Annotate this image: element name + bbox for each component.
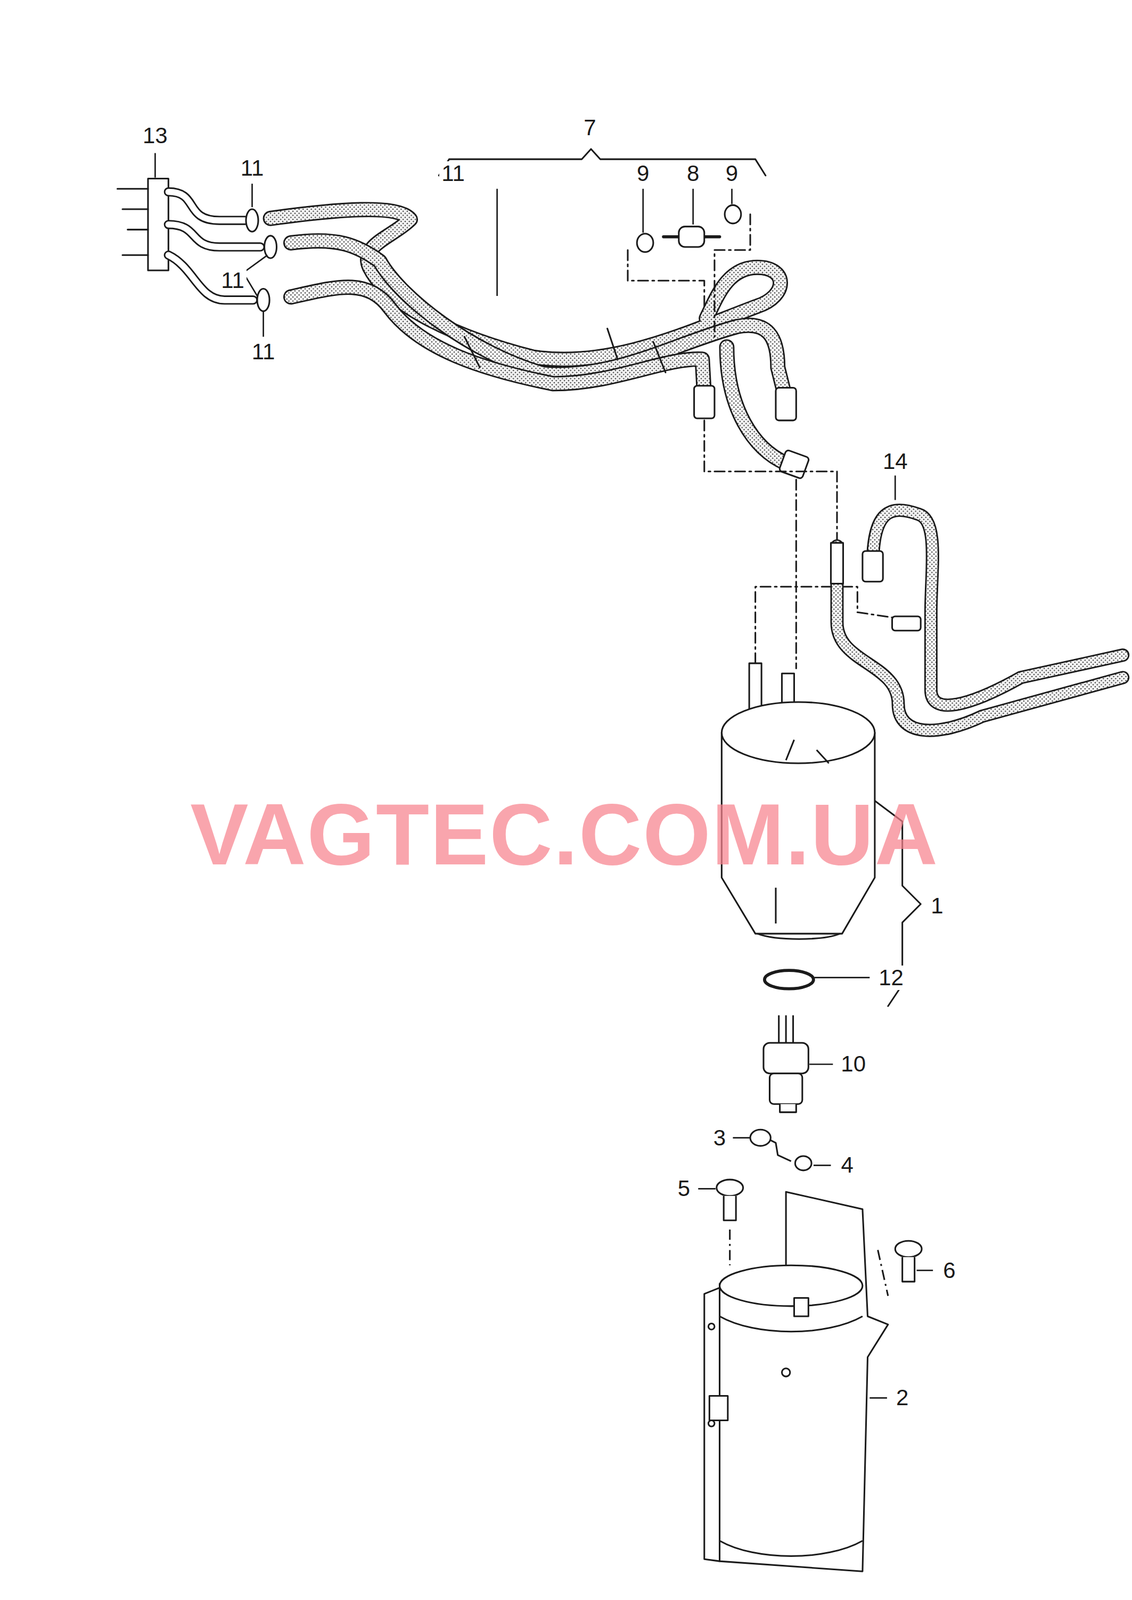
drawing-stroke <box>698 1188 716 1191</box>
drawing-stroke <box>719 1265 863 1307</box>
drawing-stroke <box>837 546 1123 732</box>
callout-number: 4 <box>838 1153 856 1178</box>
drawing-stroke <box>872 510 1123 706</box>
callout-number: 11 <box>238 156 267 181</box>
drawing-stroke <box>244 255 268 297</box>
drawing-stroke <box>809 1063 833 1066</box>
callout-number: 7 <box>581 115 598 141</box>
drawing-stroke <box>704 1288 720 1562</box>
drawing-stroke <box>290 240 786 400</box>
drawing-stroke <box>775 388 797 421</box>
drawing-stroke <box>902 1257 915 1283</box>
drawing-stroke <box>290 287 704 397</box>
drawing-stroke <box>719 1316 863 1333</box>
drawing-stroke <box>891 616 921 631</box>
callout-number: 9 <box>634 161 652 186</box>
watermark: VAGTEC.COM.UA <box>190 791 939 879</box>
drawing-stroke <box>778 1015 794 1047</box>
drawing-stroke <box>732 1137 751 1139</box>
callout-number: 10 <box>838 1052 868 1077</box>
drawing-stroke <box>168 191 245 221</box>
drawing-stroke <box>837 546 1123 732</box>
drawing-stroke <box>721 702 875 764</box>
drawing-stroke <box>709 1396 728 1422</box>
callout-number: 1 <box>928 893 946 919</box>
drawing-stroke <box>708 1323 715 1331</box>
drawing-stroke <box>750 1129 771 1147</box>
drawing-stroke <box>290 240 786 400</box>
drawing-stroke <box>245 209 259 232</box>
drawing-stroke <box>769 1073 802 1105</box>
callout-number: 11 <box>439 161 467 186</box>
drawing-stroke <box>894 475 897 500</box>
drawing-stroke <box>723 1196 736 1221</box>
callout-number: 9 <box>723 161 741 186</box>
drawing-stroke <box>438 149 766 176</box>
callout-number: 13 <box>140 123 170 149</box>
drawing-stroke <box>262 311 265 338</box>
drawing-stroke <box>724 204 742 224</box>
drawing-stroke <box>251 183 253 208</box>
callout-number: 14 <box>880 449 910 474</box>
drawing-stroke <box>778 449 810 480</box>
callout-number: 5 <box>675 1176 693 1202</box>
drawing-stroke <box>168 255 253 300</box>
drawing-stroke <box>763 1043 809 1074</box>
drawing-stroke <box>872 510 1123 706</box>
drawing-stroke <box>916 1269 934 1272</box>
drawing-stroke <box>794 1156 812 1171</box>
drawing-stroke <box>642 189 644 233</box>
leader-lines <box>154 153 933 1399</box>
drawing-stroke <box>168 255 253 300</box>
drawing-stroke <box>692 189 694 225</box>
callout-number: 12 <box>876 965 906 991</box>
drawing-stroke <box>496 189 498 297</box>
drawing-stroke <box>749 663 762 713</box>
drawing-stroke <box>793 1298 809 1318</box>
callout-number: 8 <box>684 161 702 186</box>
callout-number: 6 <box>940 1258 958 1284</box>
drawing-stroke <box>719 1192 889 1572</box>
drawing-stroke <box>764 970 814 990</box>
drawing-stroke <box>154 153 157 178</box>
drawing-stroke <box>627 214 751 338</box>
drawing-stroke <box>464 328 666 373</box>
drawing-stroke <box>264 235 277 259</box>
callout-number: 11 <box>249 339 278 365</box>
callout-number: 3 <box>711 1126 728 1151</box>
drawing-stroke <box>813 1165 832 1167</box>
filter-bracket <box>704 1192 889 1572</box>
drawing-stroke <box>716 1179 744 1197</box>
drawing-stroke <box>257 289 270 312</box>
fuel-line-bundle <box>117 149 1123 1007</box>
callout-number: 2 <box>893 1385 911 1411</box>
drawing-stroke <box>168 224 261 248</box>
drawing-stroke <box>636 233 654 253</box>
drawing-stroke <box>708 1421 715 1428</box>
drawing-stroke <box>869 1397 888 1400</box>
callout-number: 11 <box>218 268 247 293</box>
drawing-stroke <box>290 287 704 397</box>
drawing-stroke <box>830 543 843 585</box>
drawing-stroke <box>117 189 149 256</box>
drawing-stroke <box>719 1541 863 1557</box>
drawing-stroke <box>814 977 871 979</box>
drawing-stroke <box>780 1104 797 1113</box>
drawing-stroke <box>781 1368 790 1377</box>
drawing-stroke <box>168 191 245 221</box>
drawing-stroke <box>731 189 733 205</box>
drawing-stroke <box>862 551 883 582</box>
drawing-stroke <box>168 224 261 248</box>
drawing-stroke <box>678 226 705 248</box>
drawing-stroke <box>895 1241 922 1258</box>
drawing-stroke <box>757 933 840 940</box>
drawing-stroke <box>694 386 715 419</box>
